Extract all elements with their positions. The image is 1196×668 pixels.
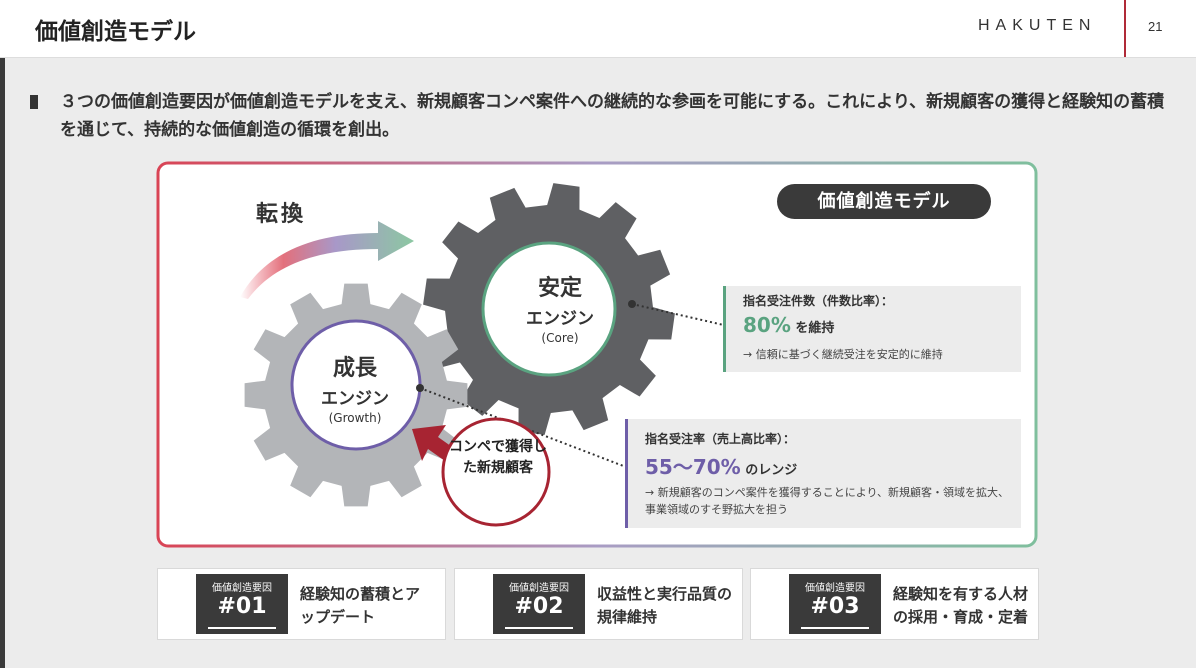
factor-card-03: 価値創造要因 #03 経験知を有する人材の採用・育成・定着 bbox=[750, 568, 1039, 640]
core-metric-desc: → 信頼に基づく継続受注を安定的に維持 bbox=[743, 348, 943, 361]
factor-card-01: 価値創造要因 #01 経験知の蓄積とアップデート bbox=[157, 568, 446, 640]
core-metric-box: 指名受注件数（件数比率）： 80% を維持 → 信頼に基づく継続受注を安定的に維… bbox=[723, 286, 1021, 372]
growth-metric-value: 55〜70% bbox=[645, 455, 741, 479]
stable-engine-title: 安定 bbox=[537, 276, 582, 301]
core-metric-value: 80% bbox=[743, 313, 791, 337]
stable-engine-en: (Core) bbox=[541, 331, 579, 345]
factor-badge: 価値創造要因 #03 bbox=[789, 574, 881, 634]
slide-header: 価値創造モデル HAKUTEN 21 bbox=[0, 0, 1196, 58]
factor-text: 収益性と実行品質の規律維持 bbox=[597, 585, 733, 626]
lead-text: ３つの価値創造要因が価値創造モデルを支え、新規顧客コンペ案件への継続的な参画を可… bbox=[60, 92, 1165, 140]
growth-metric-suffix: のレンジ bbox=[745, 463, 798, 478]
growth-metric-box: 指名受注率（売上高比率）： 55〜70% のレンジ → 新規顧客のコンペ案件を獲… bbox=[625, 419, 1021, 528]
diagram-frame bbox=[156, 161, 1038, 548]
factor-caption: 価値創造要因 bbox=[509, 583, 569, 594]
factor-number: #02 bbox=[514, 594, 564, 619]
factor-text: 経験知の蓄積とアップデート bbox=[300, 585, 421, 626]
stable-engine-label: 安定 エンジン (Core) bbox=[490, 270, 630, 345]
core-metric-value-row: 80% を維持 bbox=[743, 313, 834, 337]
left-accent-bar bbox=[0, 0, 5, 668]
core-metric-suffix: を維持 bbox=[795, 321, 835, 336]
page-title: 価値創造モデル bbox=[35, 19, 196, 45]
transformation-arrow bbox=[240, 221, 414, 299]
factor-number: #03 bbox=[810, 594, 860, 619]
factor-caption: 価値創造要因 bbox=[805, 583, 865, 594]
core-metric-title: 指名受注件数（件数比率）： bbox=[743, 294, 894, 308]
competition-circle bbox=[441, 417, 551, 527]
factor-caption: 価値創造要因 bbox=[212, 583, 272, 594]
growth-metric-desc: → 新規顧客のコンペ案件を獲得することにより、新規顧客・領域を拡大、事業領域のす… bbox=[645, 486, 1010, 516]
factor-number: #01 bbox=[217, 594, 267, 619]
growth-connector-dot bbox=[416, 384, 424, 392]
diagram-graphics bbox=[156, 161, 1038, 548]
transformation-label: 転換 bbox=[256, 202, 307, 227]
growth-engine-en: (Growth) bbox=[328, 411, 382, 425]
growth-metric-value-row: 55〜70% のレンジ bbox=[645, 451, 797, 480]
stable-engine-sub: エンジン bbox=[526, 309, 594, 329]
lead-bullet bbox=[30, 95, 38, 109]
growth-engine-label: 成長 エンジン (Growth) bbox=[292, 350, 418, 425]
model-title-pill: 価値創造モデル bbox=[777, 184, 991, 219]
factor-badge: 価値創造要因 #02 bbox=[493, 574, 585, 634]
growth-engine-sub: エンジン bbox=[321, 389, 389, 409]
page-number: 21 bbox=[1148, 19, 1163, 34]
header-divider bbox=[1124, 0, 1126, 57]
factor-badge: 価値創造要因 #01 bbox=[196, 574, 288, 634]
core-connector bbox=[631, 303, 729, 327]
factor-underline bbox=[208, 627, 276, 629]
factor-text: 経験知を有する人材の採用・育成・定着 bbox=[893, 585, 1029, 626]
core-connector-dot bbox=[628, 300, 636, 308]
competition-label: コンペで獲得した新規顧客 bbox=[449, 439, 547, 476]
lead-statement: ３つの価値創造要因が価値創造モデルを支え、新規顧客コンペ案件への継続的な参画を可… bbox=[30, 88, 1170, 144]
company-logo: HAKUTEN bbox=[978, 17, 1097, 34]
factor-underline bbox=[505, 627, 573, 629]
factor-card-02: 価値創造要因 #02 収益性と実行品質の規律維持 bbox=[454, 568, 743, 640]
factor-underline bbox=[801, 627, 869, 629]
stable-engine-circle bbox=[481, 241, 617, 377]
growth-engine-title: 成長 bbox=[332, 356, 377, 381]
growth-metric-title: 指名受注率（売上高比率）： bbox=[645, 432, 796, 446]
